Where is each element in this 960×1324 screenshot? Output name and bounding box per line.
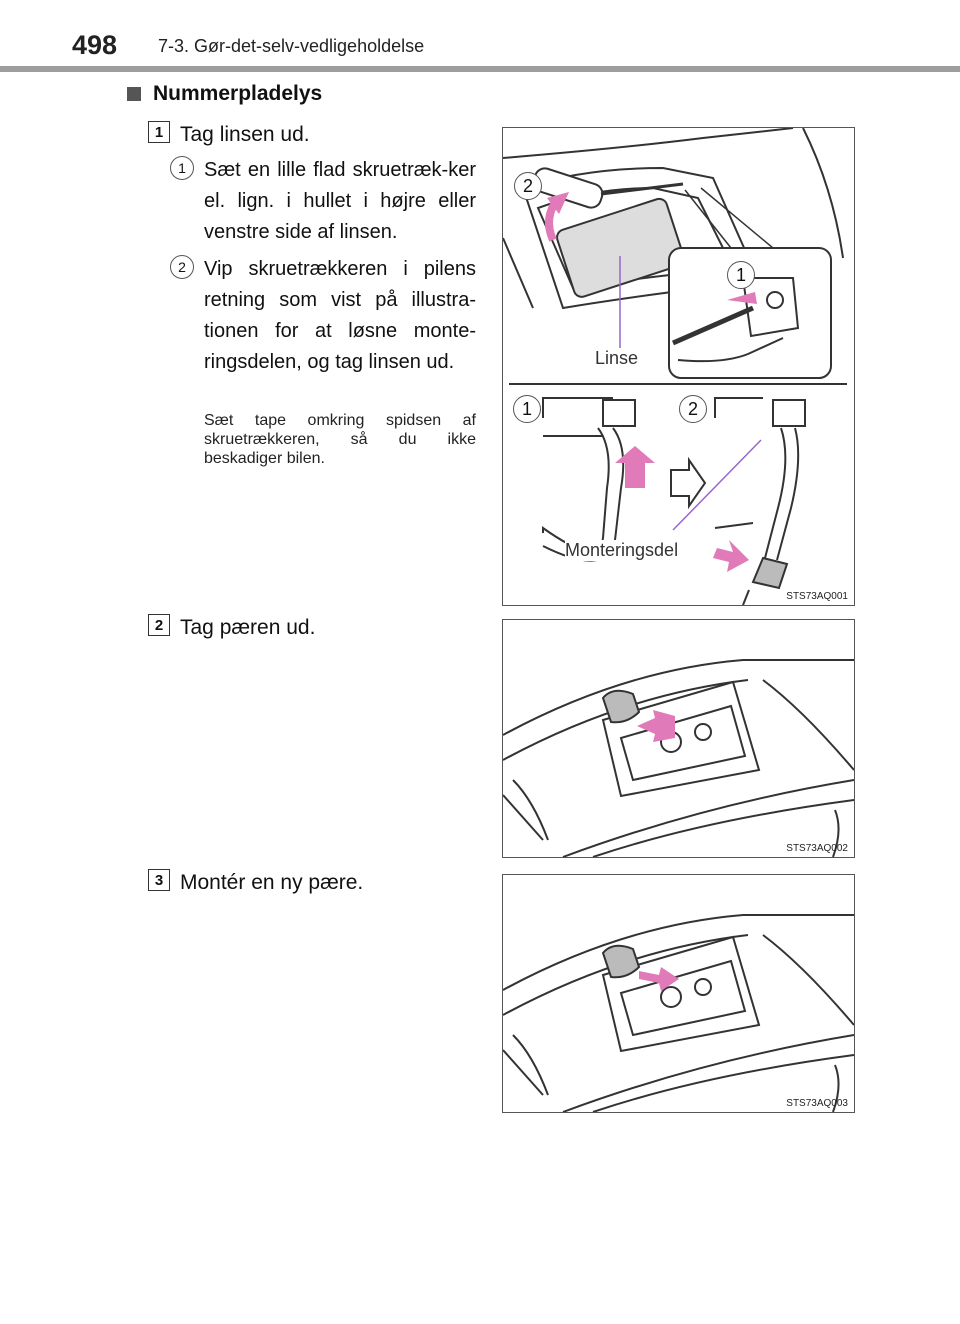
figure-callout-2: 2 xyxy=(514,172,542,200)
substep-text-1: Sæt en lille flad skruetræk-ker el. lign… xyxy=(204,159,476,243)
figure-callout-inset-1: 1 xyxy=(727,261,755,289)
label-lens: Linse xyxy=(595,348,639,369)
figure-code: STS73AQ001 xyxy=(786,591,848,602)
bulb-removal-illustration xyxy=(503,659,854,857)
figure-lens-removal: 2 1 1 2 Linse Monteringsdel STS73AQ001 xyxy=(502,127,855,606)
section-title-text: Nummerpladelys xyxy=(153,82,323,105)
substep-number-1: 1 xyxy=(170,156,194,180)
figure-bulb-removal: STS73AQ002 xyxy=(502,619,855,858)
substep-number-2: 2 xyxy=(170,255,194,279)
square-bullet-icon xyxy=(127,87,141,101)
figure-code: STS73AQ003 xyxy=(786,1098,848,1109)
figure-bulb-install: STS73AQ003 xyxy=(502,874,855,1113)
page-header: 498 7-3. Gør-det-selv-vedligeholdelse xyxy=(0,0,960,74)
figure-callout-2b: 2 xyxy=(679,395,707,423)
figure-callout-1: 1 xyxy=(513,395,541,423)
lens-removal-illustration xyxy=(503,128,847,605)
page-number: 498 xyxy=(72,30,118,60)
step-badge-3: 3 xyxy=(148,869,170,891)
substep-text-2: Vip skruetrækkeren i pilens retning som … xyxy=(204,258,476,373)
step-badge-2: 2 xyxy=(148,614,170,636)
figure-code: STS73AQ002 xyxy=(786,843,848,854)
step-text-3: Montér en ny pære. xyxy=(180,871,364,894)
header-rule xyxy=(0,66,960,72)
step-text-1: Tag linsen ud. xyxy=(180,123,310,146)
step-badge-1: 1 xyxy=(148,121,170,143)
step-text-2: Tag pæren ud. xyxy=(180,616,316,639)
section-title: Nummerpladelys xyxy=(127,82,322,106)
chapter-title: 7-3. Gør-det-selv-vedligeholdelse xyxy=(158,36,425,56)
label-mount: Monteringsdel xyxy=(565,540,679,561)
bulb-install-illustration xyxy=(503,914,854,1112)
note-text: Sæt tape omkring spidsen af skruetrækker… xyxy=(204,412,476,467)
